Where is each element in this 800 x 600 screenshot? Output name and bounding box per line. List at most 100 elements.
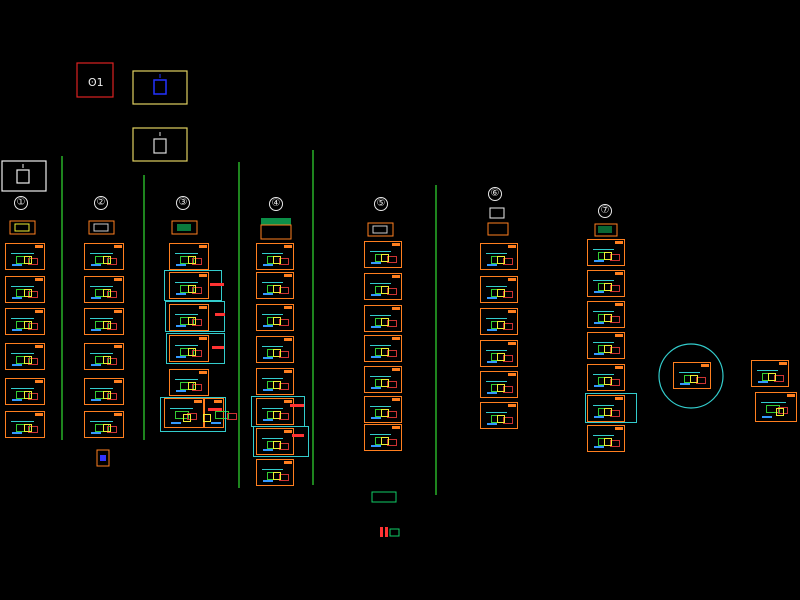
drawing-sheet[interactable] [5, 276, 45, 303]
sheet-frame-icon [604, 314, 612, 322]
drawing-sheet[interactable] [587, 239, 625, 266]
sheet-frame-icon [387, 350, 397, 357]
drawing-sheet[interactable] [203, 398, 237, 428]
drawing-sheet[interactable] [364, 396, 402, 423]
drawing-sheet[interactable] [84, 308, 124, 335]
drawing-sheet[interactable] [256, 243, 294, 270]
column-label-6: ⑥ [488, 187, 502, 201]
sheet-frame-icon [114, 310, 122, 313]
sheet-frame-icon [610, 285, 620, 292]
drawing-sheet[interactable] [256, 336, 294, 363]
title-block-white[interactable] [1, 160, 47, 192]
revision-mark [210, 283, 224, 286]
drawing-sheet[interactable] [587, 270, 625, 297]
selection-box[interactable] [166, 333, 225, 364]
drawing-sheet[interactable] [5, 378, 45, 405]
drawing-sheet[interactable] [5, 343, 45, 370]
drawing-sheet[interactable] [169, 304, 209, 331]
sheet-frame-icon [604, 377, 612, 385]
sheet-frame-icon [188, 256, 196, 264]
drawing-sheet[interactable] [587, 425, 625, 452]
sheet-frame-icon [381, 348, 389, 356]
selection-box[interactable] [160, 397, 226, 432]
drawing-sheet[interactable] [673, 362, 711, 389]
sheet-frame-icon [696, 377, 706, 384]
drawing-sheet[interactable] [364, 305, 402, 332]
drawing-sheet[interactable] [755, 392, 797, 422]
drawing-sheet[interactable] [480, 402, 518, 429]
drawing-sheet[interactable] [256, 459, 294, 486]
revision-mark [292, 434, 304, 437]
drawing-sheet[interactable] [84, 276, 124, 303]
column-label-7: ⑦ [598, 204, 612, 218]
drawing-sheet[interactable] [587, 364, 625, 391]
sheet-frame-icon [262, 378, 283, 379]
revision-mark [290, 404, 304, 407]
selection-box[interactable] [251, 396, 305, 427]
drawing-sheet[interactable] [364, 366, 402, 393]
drawing-sheet[interactable] [256, 272, 294, 299]
drawing-sheet[interactable] [480, 340, 518, 367]
sheet-frame-icon [615, 427, 623, 430]
sheet-frame-icon [273, 285, 281, 293]
sheet-frame-icon [91, 432, 101, 434]
drawing-sheet[interactable] [364, 273, 402, 300]
sheet-frame-icon [284, 430, 292, 433]
drawing-sheet[interactable] [84, 343, 124, 370]
title-block-yellow-2[interactable] [132, 127, 188, 162]
drawing-sheet[interactable] [5, 243, 45, 270]
sheet-frame-icon [192, 319, 202, 326]
sheet-frame-icon [273, 381, 281, 389]
sheet-frame-icon [262, 253, 283, 254]
drawing-sheet[interactable] [480, 371, 518, 398]
drawing-sheet[interactable] [587, 395, 625, 422]
drawing-sheet[interactable] [169, 272, 209, 299]
sheet-frame-icon [593, 405, 614, 406]
sheet-frame-icon [107, 393, 117, 400]
drawing-sheet[interactable] [84, 378, 124, 405]
drawing-sheet[interactable] [480, 308, 518, 335]
sheet-frame-icon [107, 291, 117, 298]
drawing-sheet[interactable] [84, 411, 124, 438]
selection-box[interactable] [585, 393, 637, 423]
title-block-yellow-1[interactable] [132, 70, 188, 105]
drawing-sheet[interactable] [5, 308, 45, 335]
drawing-sheet[interactable] [587, 332, 625, 359]
drawing-sheet[interactable] [5, 411, 45, 438]
sheet-frame-icon [381, 437, 389, 445]
drawing-sheet[interactable] [480, 276, 518, 303]
drawing-sheet[interactable] [169, 335, 209, 362]
drawing-sheet[interactable] [84, 243, 124, 270]
sheet-frame-icon [176, 264, 186, 266]
sheet-frame-icon [114, 413, 122, 416]
sheet-frame-icon [594, 446, 604, 448]
drawing-sheet[interactable] [256, 368, 294, 395]
drawing-sheet[interactable] [169, 243, 209, 270]
circle-marker-icon[interactable] [658, 343, 724, 409]
drawing-sheet[interactable] [751, 360, 789, 387]
sheet-frame-icon [12, 432, 22, 434]
sheet-frame-icon [392, 398, 400, 401]
sheet-frame-icon [503, 258, 513, 265]
drawing-sheet[interactable] [256, 398, 294, 425]
drawing-sheet[interactable] [480, 243, 518, 270]
selection-box[interactable] [165, 301, 225, 332]
sheet-frame-icon [24, 289, 32, 297]
drawing-sheet[interactable] [256, 428, 294, 455]
drawing-sheet[interactable] [169, 369, 209, 396]
sheet-frame-icon [263, 419, 273, 421]
drawing-sheet[interactable] [587, 301, 625, 328]
sheet-frame-icon [776, 408, 784, 416]
title-block-red[interactable]: ʘ1 [76, 62, 114, 98]
drawing-sheet[interactable] [364, 424, 402, 451]
selection-box[interactable] [253, 426, 309, 457]
sheet-frame-icon [768, 373, 776, 381]
sheet-frame-icon [263, 480, 273, 482]
drawing-sheet[interactable] [364, 335, 402, 362]
drawing-sheet[interactable] [164, 398, 204, 428]
sheet-frame-icon [91, 329, 101, 331]
drawing-sheet[interactable] [256, 304, 294, 331]
drawing-sheet[interactable] [364, 241, 402, 268]
sheet-frame-icon [370, 251, 391, 252]
